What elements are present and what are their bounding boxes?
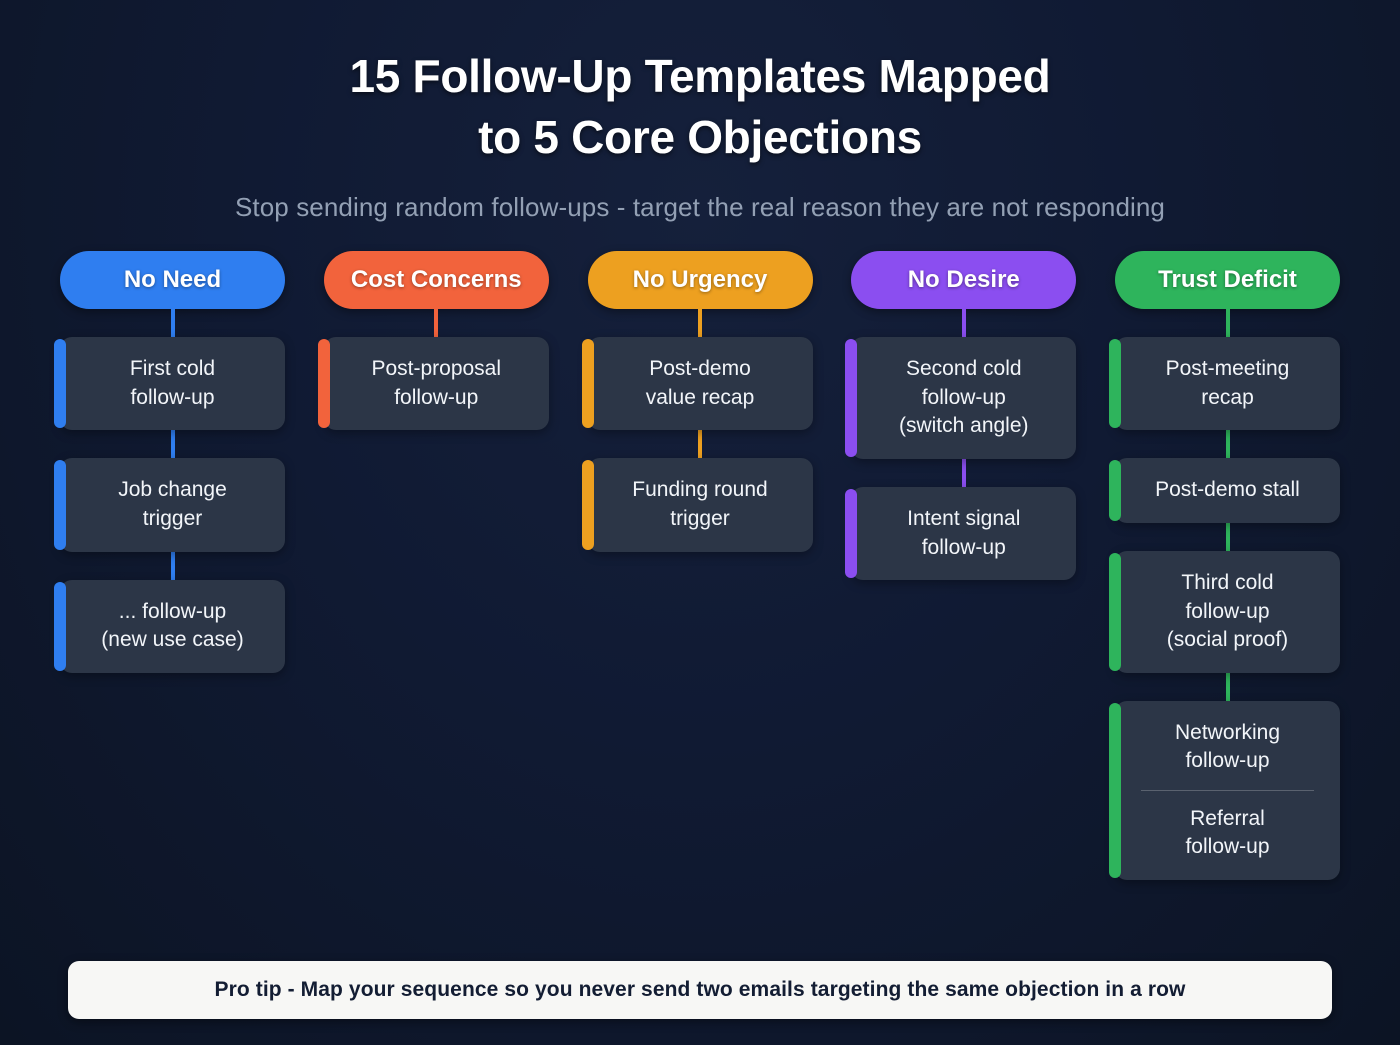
template-card-line: follow-up <box>921 385 1006 409</box>
template-card[interactable]: Post-meeting recap <box>1109 337 1340 431</box>
template-card[interactable]: Post-proposal follow-up <box>317 337 549 431</box>
page-title: 15 Follow-Up Templates Mapped to 5 Core … <box>0 46 1400 168</box>
template-card-line: Referral <box>1190 806 1265 830</box>
page-subtitle: Stop sending random follow-ups - target … <box>234 192 1165 223</box>
template-card-line: follow-up <box>921 535 1006 559</box>
template-card-line: follow-up <box>1185 749 1270 773</box>
connector-line <box>170 430 175 459</box>
template-card-line: Job change <box>118 478 227 502</box>
template-card-line: (social proof) <box>1166 628 1289 652</box>
header: 15 Follow-Up Templates Mapped to 5 Core … <box>0 0 1400 223</box>
template-card-line: trigger <box>142 506 203 530</box>
template-card-line: trigger <box>670 506 730 530</box>
connector-line <box>434 309 439 338</box>
template-card-line: Post-demo stall <box>1155 478 1300 502</box>
template-card[interactable]: Second cold follow-up (switch angle) <box>845 337 1077 459</box>
card-accent-bar <box>54 339 66 429</box>
template-card-line: (new use case) <box>101 628 244 652</box>
connector-line <box>961 458 966 487</box>
card-accent-bar <box>1109 339 1121 429</box>
card-accent-bar <box>845 488 858 579</box>
pro-tip-banner: Pro tip - Map your sequence so you never… <box>68 961 1332 1019</box>
card-divider <box>1141 789 1314 791</box>
objection-header-pill[interactable]: Trust Deficit <box>1115 251 1340 310</box>
template-card[interactable]: ... follow-up (new use case) <box>54 579 285 673</box>
connector-line <box>1225 522 1230 551</box>
template-card-line: Intent signal <box>907 506 1021 530</box>
template-card[interactable]: Funding round trigger <box>581 458 813 552</box>
template-card-line: value recap <box>645 385 755 409</box>
connector-line <box>1225 309 1230 338</box>
template-card-line: Second cold <box>905 357 1022 381</box>
template-card[interactable]: Post-demo stall <box>1109 458 1340 523</box>
card-accent-bar <box>1109 702 1121 878</box>
template-card-line: Networking <box>1174 720 1281 744</box>
template-card-line: follow-up <box>394 385 479 409</box>
card-accent-bar <box>1109 552 1121 671</box>
objection-header-pill[interactable]: Cost Concerns <box>323 251 549 310</box>
template-card-line: Post-proposal <box>371 357 502 381</box>
card-accent-bar <box>845 339 858 457</box>
card-accent-bar <box>581 460 594 550</box>
template-card-line: follow-up <box>1185 835 1270 859</box>
connector-line <box>698 309 702 338</box>
template-card[interactable]: Intent signal follow-up <box>845 486 1077 581</box>
template-card-line: (switch angle) <box>898 414 1029 438</box>
connector-line <box>961 309 966 338</box>
page-title-line-1: 15 Follow-Up Templates Mapped <box>349 50 1051 102</box>
page-title-line-2: to 5 Core Objections <box>478 111 922 164</box>
connector-line <box>698 430 702 459</box>
card-accent-bar <box>581 339 594 429</box>
template-card-line: Funding round <box>632 478 768 502</box>
template-card-line: First cold <box>129 357 216 381</box>
template-card-line: recap <box>1201 385 1254 409</box>
template-card[interactable]: Job change trigger <box>54 458 285 552</box>
template-card-line: Post-meeting <box>1165 357 1290 381</box>
template-card-line: follow-up <box>1185 599 1270 623</box>
template-card[interactable]: Post-demo value recap <box>581 337 813 431</box>
connector-line <box>170 551 175 580</box>
objection-header-pill[interactable]: No Urgency <box>587 251 813 310</box>
template-card-line: Post-demo <box>649 357 751 381</box>
template-card-line: Third cold <box>1181 570 1274 594</box>
template-card-line: ... follow-up <box>118 599 227 623</box>
connector-line <box>1225 672 1230 701</box>
card-accent-bar <box>317 339 330 429</box>
template-card-line: follow-up <box>130 385 215 409</box>
template-card[interactable]: First cold follow-up <box>54 337 285 431</box>
card-accent-bar <box>1109 460 1121 521</box>
card-accent-bar <box>54 460 66 550</box>
objection-header-pill[interactable]: No Desire <box>851 251 1077 310</box>
connector-line <box>170 309 175 338</box>
pro-tip-text: Pro tip - Map your sequence so you never… <box>214 978 1186 1001</box>
objection-header-pill[interactable]: No Need <box>60 251 285 310</box>
card-accent-bar <box>54 581 66 671</box>
template-card[interactable]: Third cold follow-up (social proof) <box>1109 550 1340 673</box>
connector-line <box>1225 430 1230 459</box>
